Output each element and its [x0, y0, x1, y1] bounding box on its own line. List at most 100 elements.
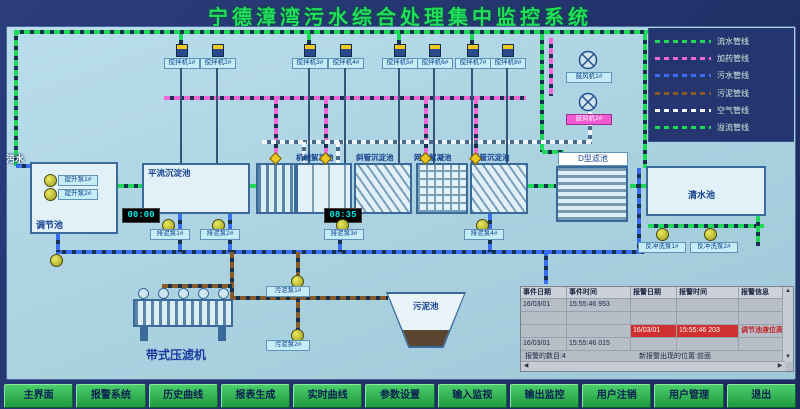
legend-panel: 流水管线 加药管线 污水管线 污泥管线 空气管线 溢流管线 [648, 28, 794, 142]
legend-label: 加药管线 [717, 54, 749, 64]
pipe-overflow [648, 224, 764, 228]
pipe-clean-water [540, 34, 544, 152]
lift-pump-icon[interactable] [44, 174, 57, 187]
menu-button-history-curve[interactable]: 历史曲线 [148, 384, 218, 408]
drain-pump-label: 排泥泵3# [324, 229, 364, 240]
mixer-icon[interactable] [394, 44, 406, 57]
mixer-label: 搅拌机6# [417, 58, 453, 69]
blower-label: 鼓风机2# [566, 114, 612, 125]
tank-grid-flocculation [416, 163, 468, 214]
drain-pump-label: 排泥泵1# [150, 229, 190, 240]
pipe-dosing [474, 98, 478, 164]
cell [521, 325, 567, 338]
air-line-icon [655, 108, 711, 112]
mixer-icon[interactable] [176, 44, 188, 57]
legend-label: 流水管线 [717, 37, 749, 47]
pipe-clean-water [14, 30, 648, 34]
horizontal-scrollbar[interactable]: ◀ ▶ [521, 361, 785, 371]
backwash-pump-icon[interactable] [704, 228, 717, 241]
mixer-icon[interactable] [212, 44, 224, 57]
col-header: 报警信息 [739, 287, 785, 299]
legend-item: 污泥管线 [655, 88, 788, 99]
alarm-row[interactable]: 16/03/01 15:55:46 953 [521, 299, 785, 312]
press-roller-icon [218, 288, 229, 299]
menu-button-user-management[interactable]: 用户管理 [654, 384, 724, 408]
tank-sludge-label: 污泥池 [413, 301, 439, 311]
pipe-air [588, 112, 592, 142]
sludge-pump-label: 污泥泵1# [266, 286, 310, 297]
menu-button-input-monitor[interactable]: 输入监视 [437, 384, 507, 408]
cell [677, 299, 739, 312]
tank-regulation-label: 调节池 [36, 220, 64, 230]
col-header: 事件日期 [521, 287, 567, 299]
sludge-line-icon [655, 91, 711, 95]
mixer-icon[interactable] [502, 44, 514, 57]
menu-button-realtime-curve[interactable]: 实时曲线 [293, 384, 363, 408]
tank-horizontal-sedimentation-label: 平流沉淀池 [148, 168, 191, 178]
scroll-down-icon[interactable]: ▼ [785, 354, 791, 360]
menu-button-alarm-system[interactable]: 报警系统 [76, 384, 146, 408]
mixer-shaft [506, 68, 508, 163]
pipe-sewage-inlet [16, 164, 32, 168]
pipe-sludge [230, 252, 234, 298]
menu-button-user-logout[interactable]: 用户注销 [582, 384, 652, 408]
pipe-sewage [56, 250, 644, 254]
pump-icon[interactable] [50, 254, 63, 267]
mixer-label: 搅拌机8# [490, 58, 526, 69]
vertical-scrollbar[interactable]: ▲ ▼ [782, 287, 793, 362]
mixer-shaft [308, 68, 310, 163]
sludge-pump-label: 污泥泵2# [266, 340, 310, 351]
mixer-icon[interactable] [340, 44, 352, 57]
cell: 15:55:46 203 [677, 325, 739, 338]
mixer-icon[interactable] [429, 44, 441, 57]
pipe-clean-water [643, 34, 647, 168]
cell: 16/03/01 [521, 338, 567, 351]
pipe-air [262, 140, 592, 144]
pipe-clean-water [14, 30, 18, 166]
pipe-sewage [637, 168, 641, 252]
lift-pump-icon[interactable] [44, 188, 57, 201]
mixer-shaft [344, 68, 346, 163]
legend-label: 污水管线 [717, 71, 749, 81]
scroll-up-icon[interactable]: ▲ [785, 288, 791, 294]
menu-button-output-monitor[interactable]: 输出监控 [509, 384, 580, 408]
blower-fan-icon[interactable] [578, 50, 598, 70]
menu-button-parameter-settings[interactable]: 参数设置 [365, 384, 435, 408]
legend-label: 溢流管线 [717, 122, 749, 132]
alarm-row[interactable]: 16/03/01 15:55:46 015 [521, 338, 785, 351]
legend-item: 空气管线 [655, 105, 788, 116]
cell [739, 338, 785, 351]
press-roller-icon [198, 288, 209, 299]
tank-grid-flocculation-label: 网络絮凝池 [414, 153, 452, 162]
col-header: 事件时间 [567, 287, 631, 299]
cell [631, 299, 677, 312]
clean-water-line-icon [655, 40, 711, 44]
cell [567, 325, 631, 338]
sewage-line-icon [655, 74, 711, 78]
alarm-row[interactable] [521, 312, 785, 325]
pipe-air [336, 142, 340, 164]
tank-d-filter-label: D型滤池 [558, 152, 628, 166]
menu-button-report[interactable]: 报表生成 [220, 384, 291, 408]
legend-item: 污水管线 [655, 70, 788, 81]
bottom-menu: 主界面 报警系统 历史曲线 报表生成 实时曲线 参数设置 输入监视 输出监控 用… [0, 382, 800, 409]
blower-fan-icon[interactable] [578, 92, 598, 112]
mixer-label: 搅拌机4# [328, 58, 364, 69]
cell [677, 338, 739, 351]
pipe-clean-water [528, 184, 562, 188]
tank-clear-water [646, 166, 766, 216]
backwash-pump-icon[interactable] [656, 228, 669, 241]
press-roller-icon [178, 288, 189, 299]
cell: 调节池液位高 [739, 325, 785, 338]
cell [567, 312, 631, 325]
pipe-overflow [756, 216, 760, 246]
mixer-icon[interactable] [304, 44, 316, 57]
scroll-left-icon[interactable]: ◀ [523, 363, 529, 369]
alarm-row-active[interactable]: 16/03/01 15:55:46 203 调节池液位高 [521, 325, 785, 338]
scroll-right-icon[interactable]: ▶ [777, 363, 783, 369]
menu-button-main[interactable]: 主界面 [4, 384, 74, 408]
menu-button-exit[interactable]: 退出 [726, 384, 796, 408]
mixer-label: 搅拌机1# [164, 58, 200, 69]
mixer-icon[interactable] [467, 44, 479, 57]
pipe-air [302, 142, 306, 164]
